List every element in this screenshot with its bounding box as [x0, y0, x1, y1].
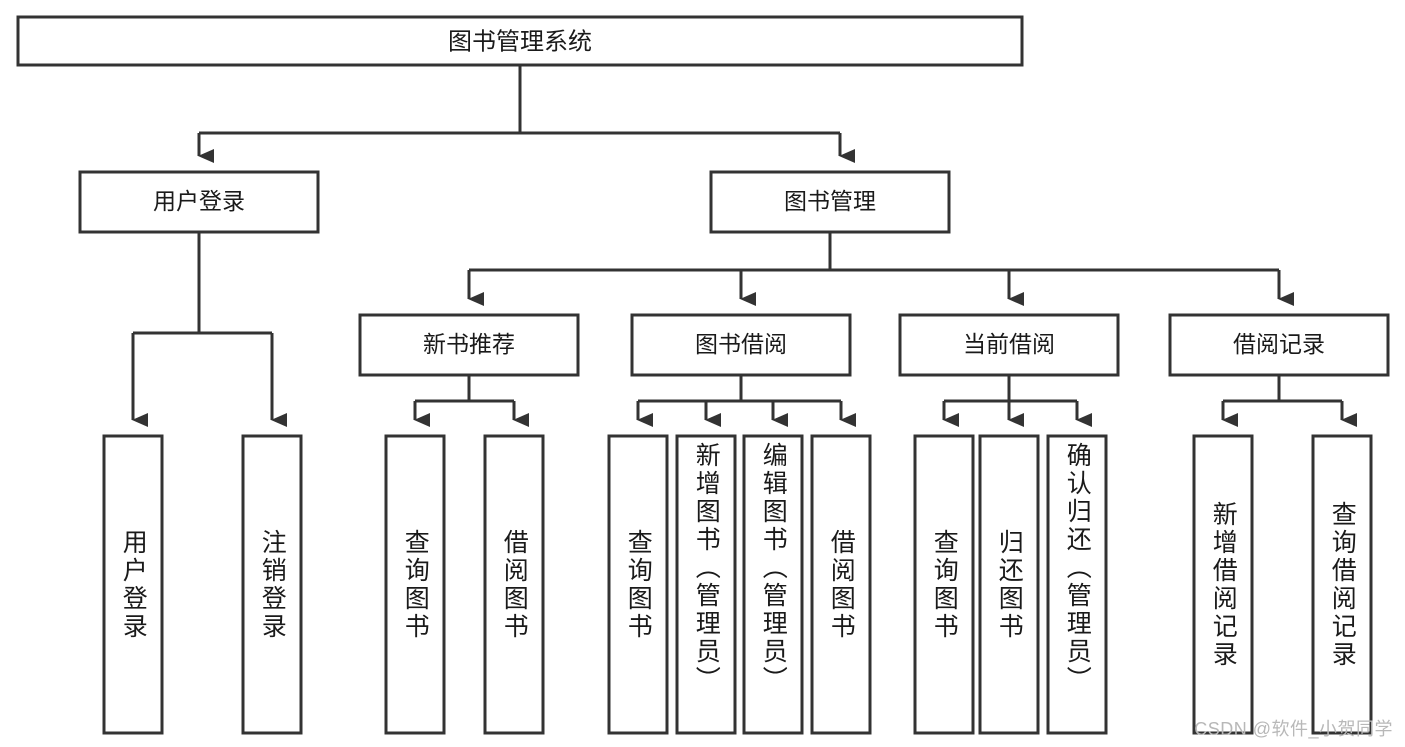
leaf-box-logout[interactable]: [241, 434, 303, 735]
node-user-login[interactable]: 用户登录: [78, 170, 320, 234]
leaf-box-edit-book-admin[interactable]: [742, 434, 804, 735]
leaf-box-add-borrow-record[interactable]: [1192, 434, 1254, 735]
leaf-boxes-current-borrow: [913, 434, 1108, 735]
leaf-box-borrow-book-2[interactable]: [810, 434, 872, 735]
leaf-box-user-login[interactable]: [102, 434, 164, 735]
leaf-boxes-user-login: [102, 434, 303, 735]
node-book-borrow[interactable]: 图书借阅: [630, 313, 852, 377]
connector-borrow-to-leaves: [636, 375, 856, 427]
leaf-box-return-book[interactable]: [978, 434, 1040, 735]
node-book-borrow-label: 图书借阅: [695, 331, 787, 357]
node-borrow-record-label: 借阅记录: [1233, 331, 1325, 357]
leaf-box-query-book-3[interactable]: [913, 434, 975, 735]
connector-userlogin-to-leaves: [131, 232, 287, 427]
connector-record-to-leaves: [1221, 375, 1357, 427]
leaf-boxes-borrow-record: [1192, 434, 1373, 735]
node-user-login-label: 用户登录: [153, 188, 245, 214]
leaf-box-query-book-1[interactable]: [384, 434, 446, 735]
node-current-borrow[interactable]: 当前借阅: [898, 313, 1120, 377]
leaf-box-query-book-2[interactable]: [607, 434, 669, 735]
node-root-label: 图书管理系统: [448, 28, 592, 55]
connector-root-to-level1: [197, 65, 855, 163]
csdn-watermark: CSDN @软件_小贺同学: [1194, 719, 1393, 739]
leaf-boxes-new-book-recommend: [384, 434, 545, 735]
leaf-box-query-borrow-record[interactable]: [1311, 434, 1373, 735]
node-root-book-management-system[interactable]: 图书管理系统: [16, 15, 1024, 67]
node-new-book-recommend-label: 新书推荐: [423, 331, 515, 357]
node-borrow-record[interactable]: 借阅记录: [1168, 313, 1390, 377]
leaf-box-add-book-admin[interactable]: [675, 434, 737, 735]
node-new-book-recommend[interactable]: 新书推荐: [358, 313, 580, 377]
leaf-boxes-book-borrow: [607, 434, 872, 735]
connector-bookmgmt-to-level2: [467, 232, 1294, 306]
leaf-box-confirm-return-admin[interactable]: [1046, 434, 1108, 735]
connector-newbook-to-leaves: [413, 375, 529, 427]
node-book-management[interactable]: 图书管理: [709, 170, 951, 234]
connector-current-to-leaves: [942, 375, 1092, 427]
node-book-management-label: 图书管理: [784, 188, 876, 214]
node-current-borrow-label: 当前借阅: [963, 331, 1055, 357]
leaf-box-borrow-book-1[interactable]: [483, 434, 545, 735]
